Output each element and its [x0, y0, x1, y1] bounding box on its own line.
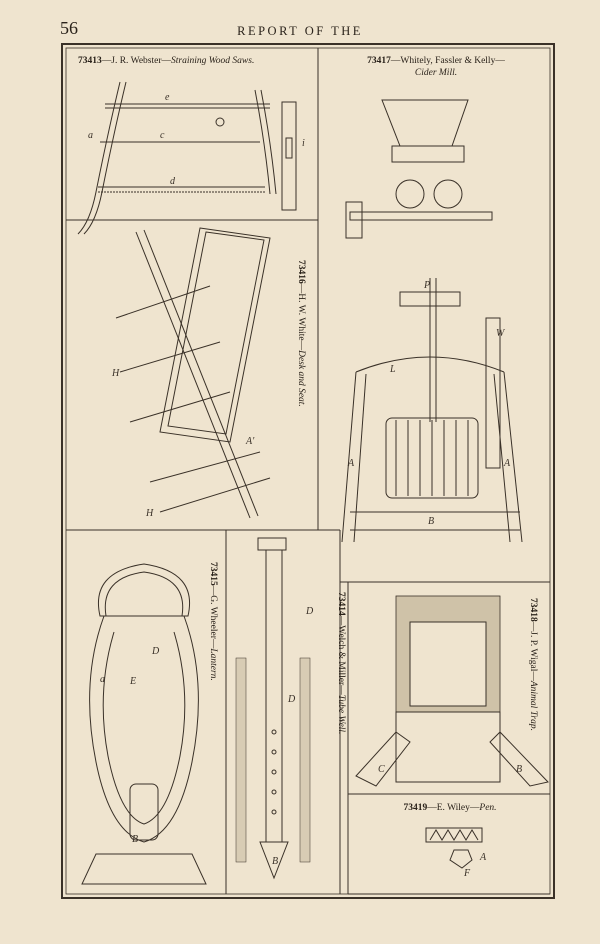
running-head: REPORT OF THE	[237, 24, 363, 38]
svg-text:A': A'	[245, 436, 255, 447]
animal-trap-figure: C B	[355, 595, 549, 787]
svg-text:a: a	[100, 674, 105, 685]
svg-text:B: B	[516, 764, 522, 775]
figure-caption-73413: 73413—J. R. Webster—Straining Wood Saws.	[78, 56, 255, 66]
svg-text:P: P	[423, 280, 430, 291]
svg-text:i: i	[302, 138, 305, 149]
svg-text:B: B	[132, 834, 138, 845]
svg-text:B: B	[428, 516, 434, 527]
svg-text:W: W	[496, 328, 506, 339]
engraving-plate: e c d a i	[60, 42, 556, 902]
svg-text:L: L	[389, 364, 396, 375]
svg-text:B: B	[272, 856, 278, 867]
svg-text:a: a	[88, 130, 93, 141]
svg-text:e: e	[165, 92, 170, 103]
figure-caption-73414: 73414—Welch & Miller—Tube Well.	[336, 592, 346, 735]
svg-text:D: D	[287, 694, 296, 705]
svg-text:E: E	[129, 676, 136, 687]
svg-text:d: d	[170, 176, 176, 187]
lantern-figure: B D E a	[81, 563, 207, 885]
figure-caption-73415: 73415—G. Wheeler—Lantern.	[208, 562, 218, 681]
cider-mill-figure: P L A A B W	[341, 99, 523, 543]
figure-caption-73416: 73416—H. W. White—Desk and Seat.	[296, 260, 306, 407]
svg-text:H: H	[111, 368, 120, 379]
svg-text:F: F	[463, 868, 471, 879]
saw-figure: e c d a i	[77, 81, 305, 235]
desk-seat-figure: H H A'	[111, 227, 271, 519]
svg-text:A: A	[503, 458, 511, 469]
page-number: 56	[60, 18, 78, 38]
figure-caption-73417: 73417—Whitely, Fassler & Kelly—Cider Mil…	[367, 56, 505, 78]
plate-illustrations: e c d a i	[61, 43, 555, 899]
figure-caption-73418: 73418—J. P. Wigal—Animal Trap.	[528, 598, 538, 731]
svg-text:A: A	[479, 852, 487, 863]
svg-text:A: A	[347, 458, 355, 469]
svg-text:c: c	[160, 130, 165, 141]
svg-text:D: D	[305, 606, 314, 617]
svg-text:D: D	[151, 646, 160, 657]
svg-text:C: C	[378, 764, 385, 775]
tube-well-figure: B D D	[235, 537, 314, 880]
pen-figure: A F	[425, 827, 487, 879]
svg-text:H: H	[145, 508, 154, 519]
figure-caption-73419: 73419—E. Wiley—Pen.	[403, 803, 497, 813]
